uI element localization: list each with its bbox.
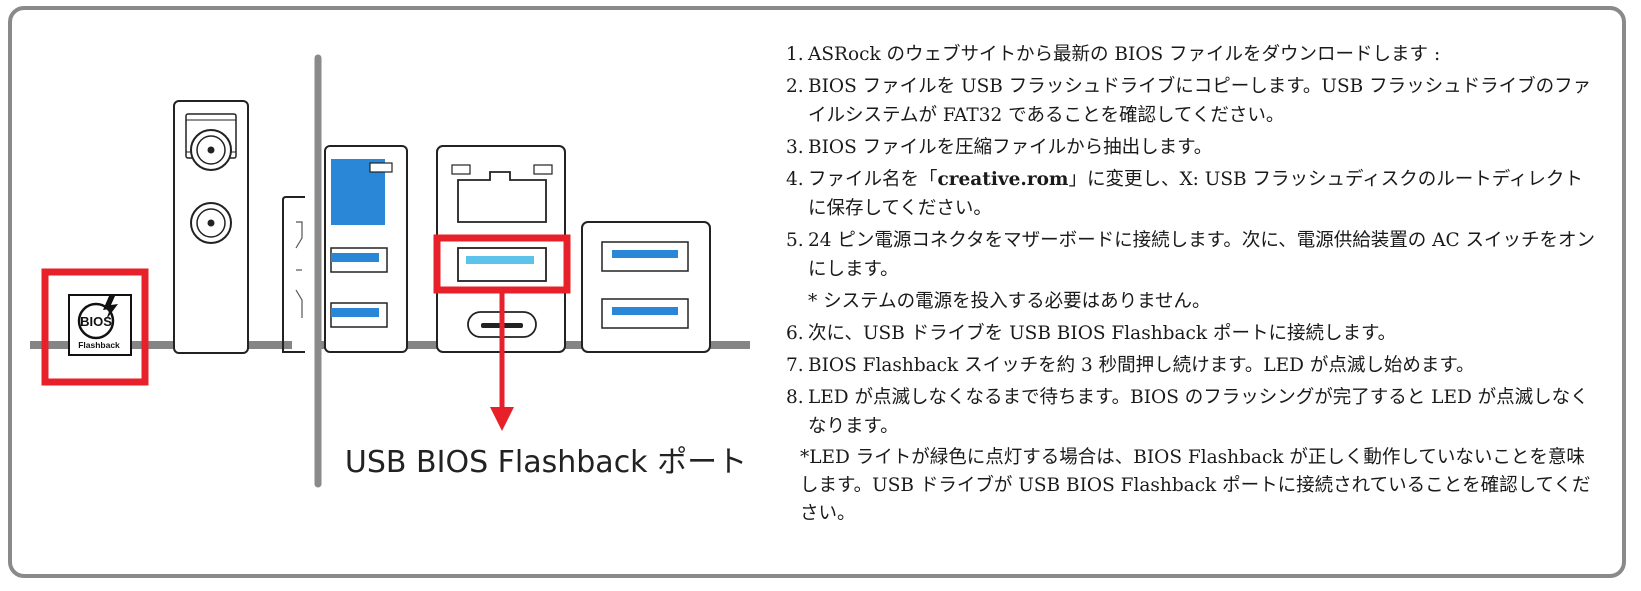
step-text-before: ファイル名を「 bbox=[808, 169, 938, 190]
step-number: 4. bbox=[786, 169, 804, 190]
bios-flashback-button[interactable]: BIOS Flashback bbox=[68, 294, 132, 356]
lightning-icon bbox=[103, 296, 118, 320]
step-text: BIOS Flashback スイッチを約 3 秒間押し続けます。LED が点滅… bbox=[808, 355, 1475, 376]
filename-text: creative.rom bbox=[937, 169, 1069, 190]
footer-note: *LED ライトが緑色に点灯する場合は、BIOS Flashback が正しく動… bbox=[786, 444, 1596, 528]
usb-stack-blue bbox=[324, 145, 408, 353]
usb-flashback-port[interactable] bbox=[457, 247, 547, 282]
step-2: 2. BIOS ファイルを USB フラッシュドライブにコピーします。USB フ… bbox=[786, 72, 1596, 130]
step-number: 8. bbox=[786, 387, 804, 408]
note-text: * システムの電源を投入する必要はありません。 bbox=[808, 291, 1211, 312]
step-6: 6. 次に、USB ドライブを USB BIOS Flashback ポートに接… bbox=[786, 319, 1596, 348]
bios-button-highlight bbox=[41, 268, 149, 386]
step-text: 24 ピン電源コネクタをマザーボードに接続します。次に、電源供給装置の AC ス… bbox=[808, 230, 1596, 280]
step-number: 3. bbox=[786, 137, 804, 158]
step-3: 3. BIOS ファイルを圧縮ファイルから抽出します。 bbox=[786, 133, 1596, 162]
callout-arrowhead bbox=[490, 407, 514, 431]
step-5-note: * システムの電源を投入する必要はありません。 bbox=[786, 287, 1596, 316]
step-1: 1. ASRock のウェブサイトから最新の BIOS ファイルをダウンロードし… bbox=[786, 40, 1596, 69]
antenna-connector-block bbox=[173, 100, 249, 354]
step-text: 次に、USB ドライブを USB BIOS Flashback ポートに接続しま… bbox=[808, 323, 1397, 344]
step-text: LED が点滅しなくなるまで待ちます。BIOS のフラッシングが完了すると LE… bbox=[808, 387, 1589, 437]
step-number: 1. bbox=[786, 44, 804, 65]
step-4: 4. ファイル名を「creative.rom」に変更し、X: USB フラッシュ… bbox=[786, 165, 1596, 223]
step-number: 6. bbox=[786, 323, 804, 344]
usb-stack-right bbox=[581, 221, 711, 353]
bios-button-label: BIOS bbox=[80, 314, 112, 329]
step-number: 2. bbox=[786, 76, 804, 97]
step-text: ASRock のウェブサイトから最新の BIOS ファイルをダウンロードします … bbox=[808, 44, 1441, 65]
usb-port-highlight bbox=[433, 234, 571, 294]
io-rail-left bbox=[30, 341, 292, 349]
step-text: BIOS ファイルを USB フラッシュドライブにコピーします。USB フラッシ… bbox=[808, 76, 1592, 126]
step-7: 7. BIOS Flashback スイッチを約 3 秒間押し続けます。LED … bbox=[786, 351, 1596, 380]
footer-note-text: *LED ライトが緑色に点灯する場合は、BIOS Flashback が正しく動… bbox=[800, 447, 1591, 524]
step-text-after: 」に変更し、X: USB フラッシュディスクのルートディレクトに保存してください… bbox=[808, 169, 1583, 219]
bios-button-sublabel: Flashback bbox=[78, 340, 120, 350]
step-text: BIOS ファイルを圧縮ファイルから抽出します。 bbox=[808, 137, 1213, 158]
step-5: 5. 24 ピン電源コネクタをマザーボードに接続します。次に、電源供給装置の A… bbox=[786, 226, 1596, 284]
usb-flashback-port-label: USB BIOS Flashback ポート bbox=[345, 445, 747, 480]
step-number: 5. bbox=[786, 230, 804, 251]
instruction-list: 1. ASRock のウェブサイトから最新の BIOS ファイルをダウンロードし… bbox=[786, 40, 1596, 531]
partial-port bbox=[282, 196, 305, 353]
step-number: 7. bbox=[786, 355, 804, 376]
outer-frame bbox=[8, 6, 1626, 578]
step-8: 8. LED が点滅しなくなるまで待ちます。BIOS のフラッシングが完了すると… bbox=[786, 383, 1596, 441]
lan-port-icon bbox=[457, 171, 547, 223]
io-panel-diagram: BIOS Flashback bbox=[30, 54, 750, 488]
